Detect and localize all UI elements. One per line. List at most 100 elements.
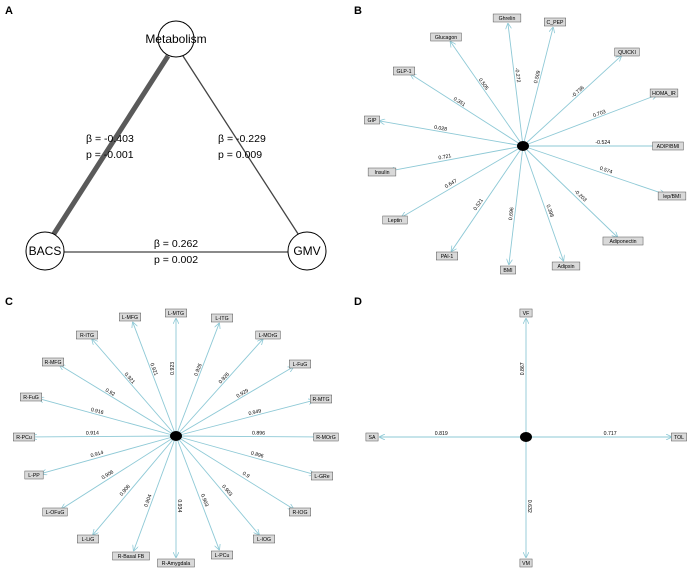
node-label-vm: VM (522, 561, 530, 567)
spoke-value-r-amygdala: 0.934 (176, 499, 182, 512)
node-label-gip: GIP (368, 118, 377, 124)
node-label-sa: SA (369, 435, 376, 441)
spoke-arrow-quicki (522, 56, 621, 147)
spoke-value-l-mtg: 0.923 (170, 362, 176, 375)
node-bacs-circle (25, 231, 65, 271)
node-box-l-pp (24, 470, 44, 480)
spoke-value-r-itg: 0.921 (123, 372, 136, 386)
node-label-pai-1: PAI-1 (441, 254, 454, 260)
node-label-bmi: BMI (503, 268, 512, 274)
spoke-value-r-pcu: 0.914 (86, 431, 99, 437)
spoke-value-vf: 0.867 (520, 362, 526, 375)
node-label-l-mfg: L-MFG (122, 315, 138, 321)
node-box-r-iog (289, 507, 311, 517)
node-label-r-morg: R-MOrG (316, 435, 336, 441)
node-box-r-fug (20, 392, 42, 402)
node-label-c-pep: C_PEP (546, 20, 564, 26)
node-gmv-label: GMV (293, 244, 320, 258)
node-label-adiponectin: Adiponectin (609, 239, 636, 245)
edge-metabolism-gmv (182, 55, 303, 241)
edge-metabolism-bacs (47, 54, 171, 242)
node-label-l-lig: L-LiG (82, 537, 95, 543)
node-box-r-itg (76, 330, 98, 340)
spoke-value-glp-1: 0.351 (452, 96, 466, 108)
node-label-l-fug: L-FuG (293, 362, 308, 368)
node-box-c-pep (544, 17, 566, 27)
spoke-value-quicki: -0.736 (571, 85, 586, 99)
node-box-ghrelin (492, 13, 522, 23)
edge-metabolism-gmv-p: p = 0.009 (218, 149, 262, 161)
spoke-arrow-l-itg (175, 324, 219, 437)
node-box-r-mtg (310, 394, 332, 404)
spoke-value-l-itg: 0.926 (193, 363, 203, 377)
node-label-tol: TOL (674, 435, 684, 441)
node-box-l-lig (77, 534, 99, 544)
node-label-l-morg: L-MOrG (259, 333, 278, 339)
node-metabolism-label: Metabolism (145, 32, 206, 46)
node-label-l-iog: L-IOG (257, 537, 271, 543)
spoke-arrow-l-pcu (175, 435, 219, 549)
spoke-arrow-lep-bmi (522, 145, 664, 194)
node-box-vm (519, 558, 533, 568)
spoke-value-ghrelin: -0.272 (513, 68, 521, 83)
node-box-r-amygdala (157, 558, 195, 568)
node-label-ghrelin: Ghrelin (499, 16, 516, 22)
panel-c-letter: C (5, 296, 13, 308)
spoke-value-gip: 0.028 (434, 125, 448, 133)
spoke-value-c-pep: 0.509 (533, 70, 542, 84)
spoke-arrow-homa-ir (522, 95, 657, 147)
edge-bacs-gmv-p: p = 0.002 (154, 254, 198, 266)
node-box-r-pcu (13, 432, 35, 442)
node-label-r-pcu: R-PCu (16, 435, 32, 441)
spoke-arrow-r-mfg (60, 365, 177, 437)
node-label-insulin: Insulin (375, 170, 390, 176)
node-box-l-mfg (119, 312, 141, 322)
spoke-arrow-l-fug (175, 367, 293, 437)
node-box-l-fug (289, 359, 311, 369)
node-box-r-morg (313, 432, 339, 442)
spoke-arrow-l-ofug (62, 435, 177, 509)
node-gmv-circle (287, 231, 327, 271)
node-box-pai-1 (436, 251, 458, 261)
spoke-value-sa: 0.819 (435, 431, 448, 437)
spoke-value-r-mtg: 0.949 (248, 408, 262, 417)
node-label-r-mfg: R-MFG (45, 360, 62, 366)
node-box-l-mtg (165, 308, 187, 318)
spoke-arrow-r-morg (175, 436, 318, 437)
node-bacs-label: BACS (29, 244, 62, 258)
node-box-r-mfg (42, 357, 64, 367)
spoke-value-l-fug: 0.929 (236, 388, 250, 400)
spoke-value-r-morg: 0.896 (252, 431, 265, 437)
node-label-r-basal-fb: R-Basal FB (118, 554, 145, 560)
panel-a-letter: A (5, 5, 13, 17)
spoke-value-insulin: 0.721 (438, 153, 452, 161)
node-label-adip-bmi: ADIP/BMI (657, 144, 680, 150)
node-box-adip-bmi (652, 141, 684, 151)
node-label-r-itg: R-ITG (80, 333, 94, 339)
node-box-bmi (500, 265, 516, 275)
spoke-arrow-l-morg (175, 339, 263, 437)
spoke-value-l-pp: 0.914 (90, 450, 104, 459)
spoke-arrow-adipsin (522, 145, 563, 260)
node-label-r-iog: R-IOG (293, 510, 308, 516)
node-label-glucagon: Glucagon (435, 35, 457, 41)
spoke-arrow-pai-1 (452, 145, 524, 251)
node-box-quicki (614, 47, 640, 57)
node-label-lep-bmi: lep/BMI (663, 194, 681, 200)
spoke-arrow-bmi (509, 145, 524, 264)
panel-b-letter: B (354, 5, 362, 17)
node-box-insulin (367, 167, 397, 177)
spoke-value-adipsin: 0.398 (544, 204, 554, 218)
node-label-r-fug: R-FuG (23, 395, 39, 401)
spoke-value-r-fug: 0.916 (90, 407, 104, 416)
spoke-arrow-gip (380, 121, 524, 147)
node-label-l-gre: L-GRe (314, 474, 329, 480)
node-box-glucagon (430, 32, 462, 42)
node-box-lep-bmi (657, 191, 687, 201)
node-label-l-itg: L-ITG (215, 316, 228, 322)
spoke-arrow-l-iog (175, 435, 259, 534)
spoke-value-r-mfg: 0.92 (104, 388, 116, 398)
node-box-vf (519, 308, 533, 318)
